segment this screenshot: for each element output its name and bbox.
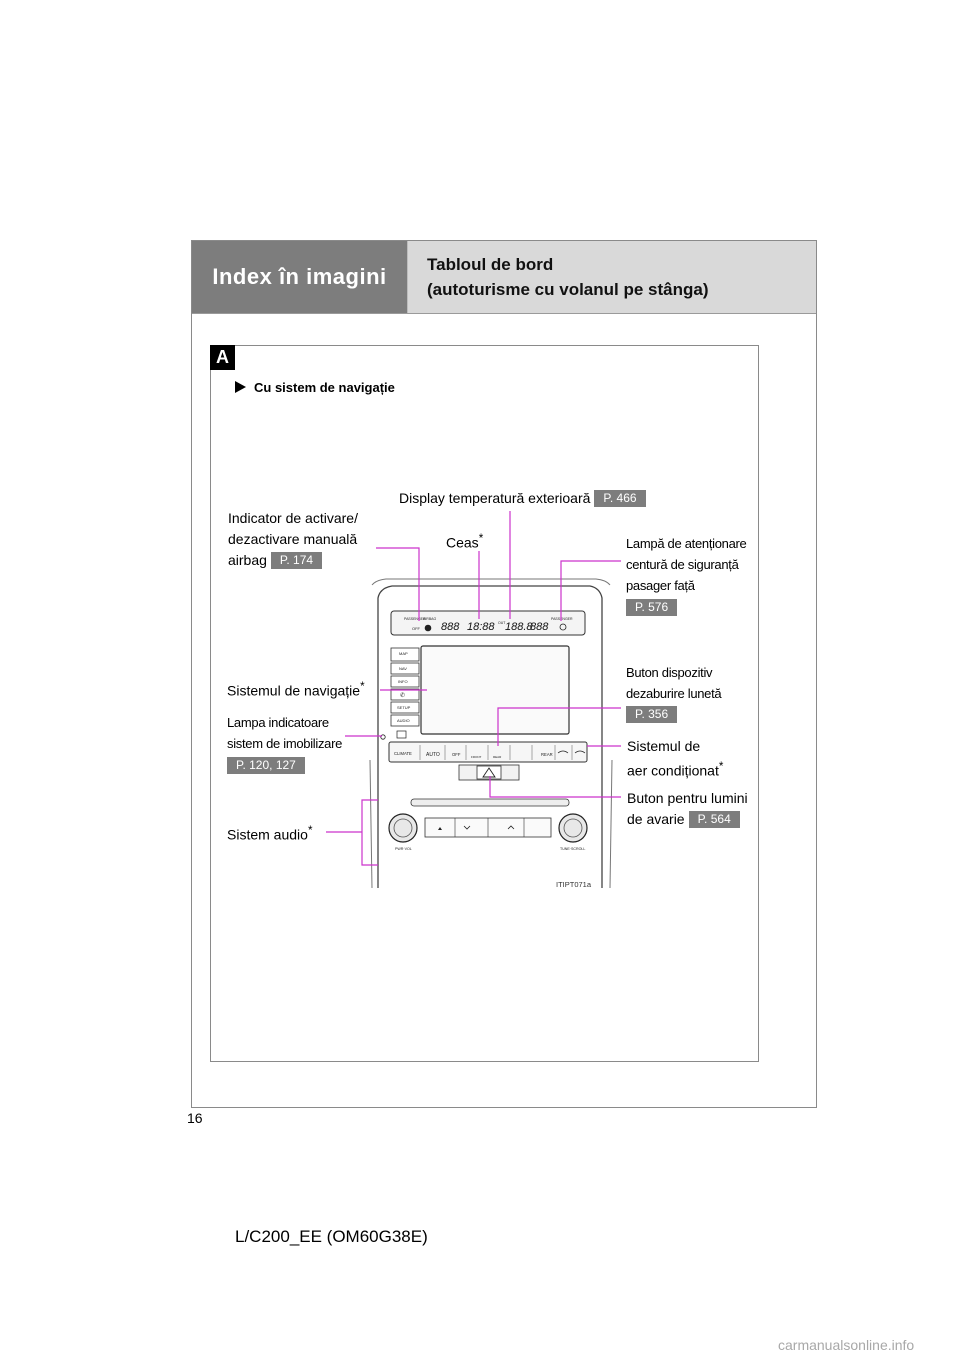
asterisk-navigation: * bbox=[360, 680, 365, 693]
page-ref-airbag: P. 174 bbox=[270, 552, 323, 569]
asterisk-aircon: * bbox=[718, 760, 724, 773]
callout-airbag-line1: Indicator de activare/ bbox=[228, 510, 358, 526]
callout-clock: Ceas* bbox=[446, 529, 483, 553]
figure-badge: A bbox=[210, 345, 235, 370]
callout-seatbelt-page: P. 576 bbox=[623, 597, 678, 617]
callout-airbag-line2: dezactivare manuală bbox=[228, 531, 358, 547]
callout-outside-temp-text: Display temperatură exterioară bbox=[399, 490, 591, 506]
callout-navigation: Sistemul de navigație* bbox=[227, 677, 365, 701]
callout-clock-text: Ceas bbox=[446, 534, 479, 551]
triangle-bullet-icon bbox=[235, 381, 246, 393]
callout-hazard-line1: Buton pentru lumini bbox=[627, 790, 748, 806]
callout-immobilizer-line1: Lampa indicatoare bbox=[227, 715, 329, 730]
page-frame bbox=[191, 240, 817, 1108]
callout-airbag-text: airbag bbox=[228, 552, 267, 568]
callout-aircon-line2: aer condiționat* bbox=[627, 757, 723, 781]
callout-seatbelt-line3: pasager față bbox=[626, 578, 695, 593]
callout-immobilizer-line2: sistem de imobilizare bbox=[227, 736, 343, 751]
callout-aircon-line1: Sistemul de bbox=[627, 738, 701, 754]
page-ref-hazard: P. 564 bbox=[688, 811, 740, 828]
page-ref-outside-temp: P. 466 bbox=[594, 490, 646, 507]
callout-navigation-text: Sistemul de navigație bbox=[227, 682, 361, 699]
page-title-line1: Tabloul de bord bbox=[427, 255, 554, 274]
callout-defogger-page: P. 356 bbox=[623, 704, 678, 724]
watermark: carmanualsonline.info bbox=[778, 1337, 915, 1353]
figure-subheading: Cu sistem de navigație bbox=[235, 380, 395, 395]
callout-audio-text: Sistem audio bbox=[227, 826, 308, 843]
callout-seatbelt-line2: centură de siguranță bbox=[626, 557, 739, 572]
callout-immobilizer-page: P. 120, 127 bbox=[224, 755, 305, 775]
callout-defogger-line2: dezaburire lunetă bbox=[626, 686, 722, 701]
page-title: Tabloul de bord (autoturisme cu volanul … bbox=[407, 241, 816, 313]
page-ref-immobilizer: P. 120, 127 bbox=[227, 757, 305, 774]
page-title-line2: (autoturisme cu volanul pe stânga) bbox=[427, 280, 709, 299]
callout-seatbelt-line1: Lampă de atenționare bbox=[626, 536, 747, 551]
figure-box bbox=[210, 345, 759, 1062]
page-ref-seatbelt: P. 576 bbox=[626, 599, 678, 616]
callout-hazard-text: de avarie bbox=[627, 811, 685, 827]
header-divider bbox=[192, 313, 816, 314]
manual-code: L/C200_EE (OM60G38E) bbox=[235, 1227, 428, 1246]
page-number: 16 bbox=[187, 1110, 203, 1126]
callout-defogger-line1: Buton dispozitiv bbox=[626, 665, 713, 680]
section-tab: Index în imagini bbox=[192, 241, 407, 313]
callout-aircon-text: aer condiționat bbox=[627, 762, 719, 779]
subheading-text: Cu sistem de navigație bbox=[254, 380, 395, 395]
callout-audio: Sistem audio* bbox=[227, 821, 312, 845]
page-ref-defogger: P. 356 bbox=[626, 706, 678, 723]
asterisk-clock: * bbox=[478, 532, 484, 545]
asterisk-audio: * bbox=[307, 824, 313, 837]
